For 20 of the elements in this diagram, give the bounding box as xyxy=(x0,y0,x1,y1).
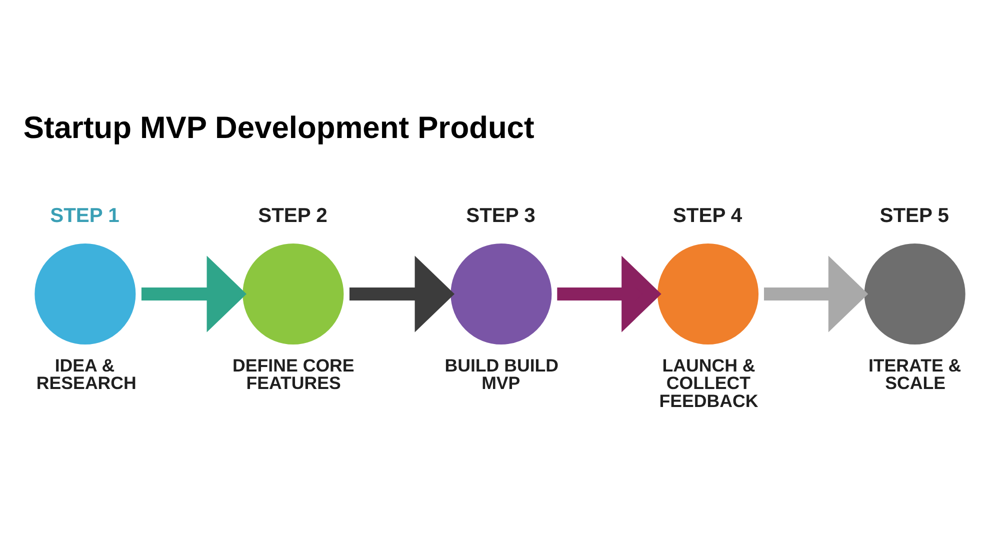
node-circle xyxy=(241,242,345,346)
arrow xyxy=(557,256,662,332)
node-circle xyxy=(449,242,553,346)
arrow xyxy=(349,256,455,332)
node-label: STEP 5 xyxy=(880,205,949,228)
node-label: STEP 2 xyxy=(258,205,328,228)
node-circle xyxy=(33,242,137,346)
arrow xyxy=(764,256,868,332)
node-label: STEP 4 xyxy=(672,205,742,228)
node-label: IDEA & RESEARCH xyxy=(36,355,136,394)
arrow xyxy=(141,256,247,332)
node-label: DEFINE CORE FEATURES xyxy=(232,355,354,394)
diagram-title: Startup MVP Development Product xyxy=(23,110,534,146)
node-label: LAUNCH & COLLECT FEEDBACK xyxy=(659,355,758,411)
node-label: STEP 1 xyxy=(50,205,120,228)
node-circle xyxy=(656,242,760,346)
node-circle xyxy=(863,242,967,346)
node-label: ITERATE & SCALE xyxy=(868,355,962,394)
node-label: BUILD BUILD MVP xyxy=(444,355,559,394)
node-label: STEP 3 xyxy=(466,205,536,228)
